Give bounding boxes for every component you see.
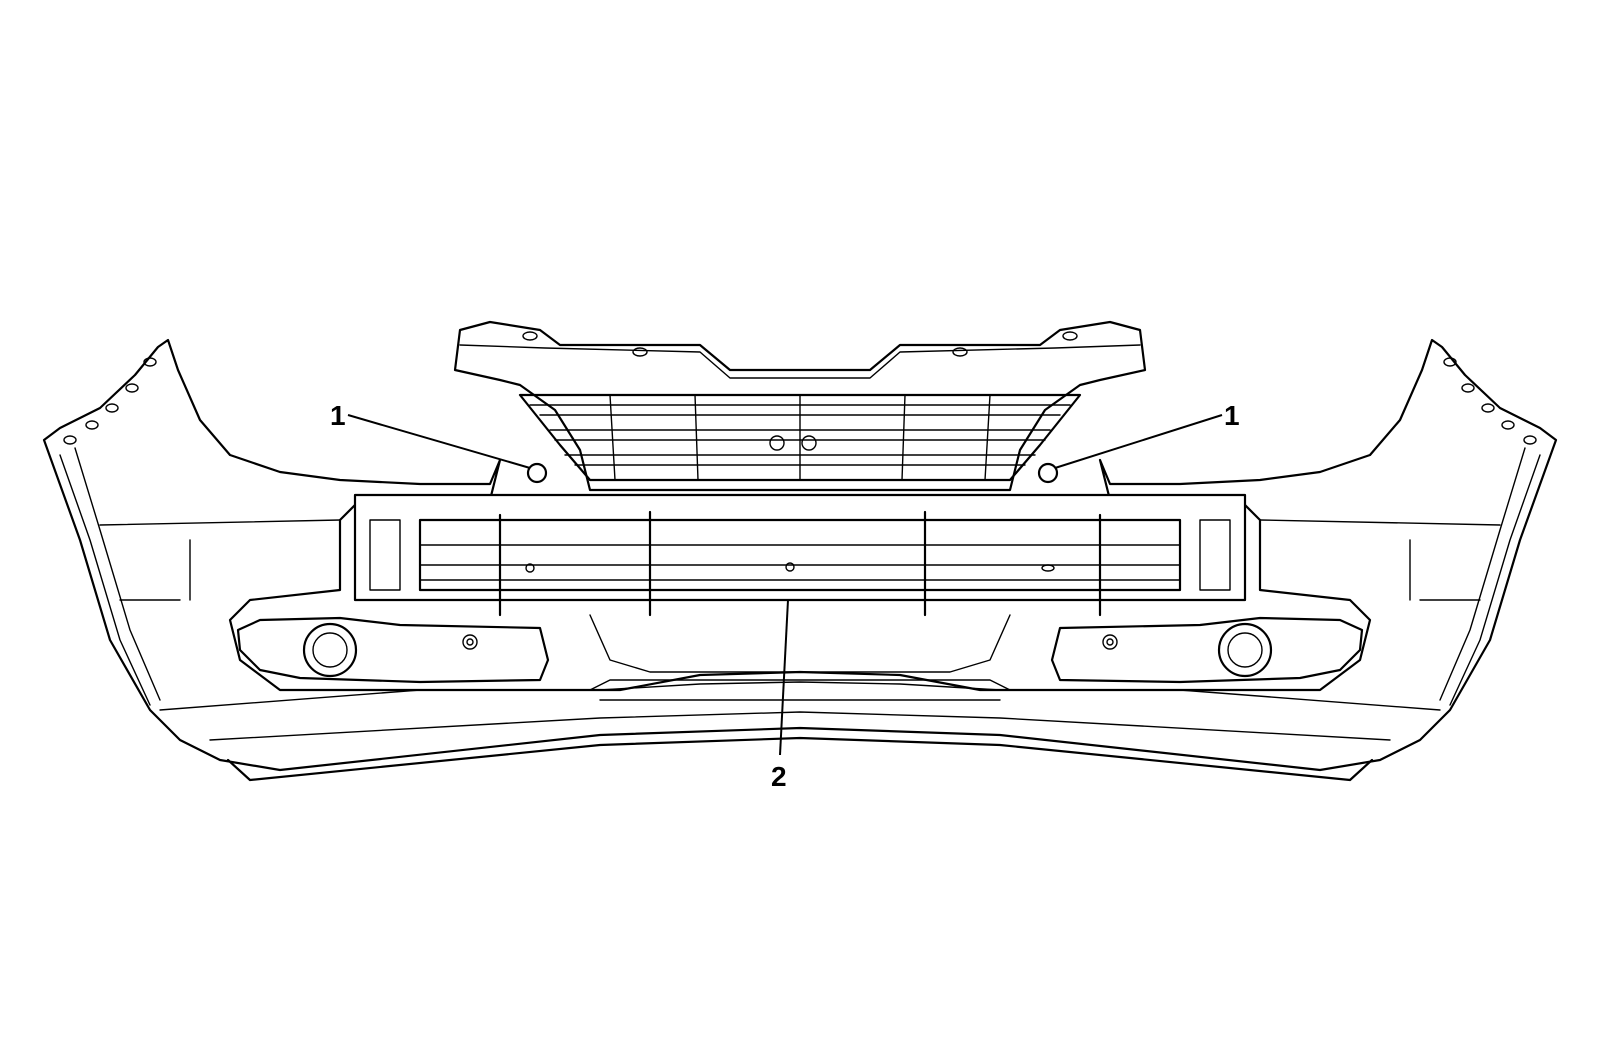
grille-hole [632,347,648,357]
emblem-bolt-left [769,435,785,451]
callout-label: 1 [1224,400,1240,431]
fascia-lower-lip [226,736,1374,782]
emblem-bolt-right [801,435,817,451]
impact-bar-outline [353,493,1247,602]
grille-hole [1062,331,1078,341]
left-side-contour [99,519,341,601]
fascia-left-edge-inner [59,447,161,706]
grille-fastener-left [526,462,548,484]
grille-ribs [609,394,991,481]
impact-bar-hole [1041,564,1055,572]
right-wing-mounting-holes [1443,357,1537,445]
right-side-contour [1259,519,1501,601]
lower-grille-opening [589,614,1011,673]
grille [453,320,1147,492]
fascia-right-edge-inner [1439,447,1541,706]
grille-fastener-right [1037,462,1059,484]
bumper-impact-bar [353,493,1247,617]
grille-hole [952,347,968,357]
bumper-fascia [42,338,1558,782]
left-wing-mounting-holes [63,357,157,445]
impact-bar-hole [525,563,535,573]
callout-1-right: 1 [1054,400,1240,469]
impact-bar-hole [785,562,795,572]
impact-bar-end-left [369,519,401,591]
grille-opening [518,393,1082,482]
lower-centre-recess [589,679,1011,701]
callout-1-left: 1 [330,400,531,469]
fascia-lower-crease [159,681,1441,711]
fascia-lower-lip-inner [209,711,1391,741]
grille-hole [522,331,538,341]
fog-lamp-left [236,616,550,684]
impact-bar-face [418,518,1182,592]
fog-lamp-right [1050,616,1364,684]
callout-2: 2 [771,599,789,792]
callout-label: 1 [330,400,346,431]
callout-label: 2 [771,761,787,792]
grille-top-edge [459,344,1141,379]
impact-bar-end-right [1199,519,1231,591]
